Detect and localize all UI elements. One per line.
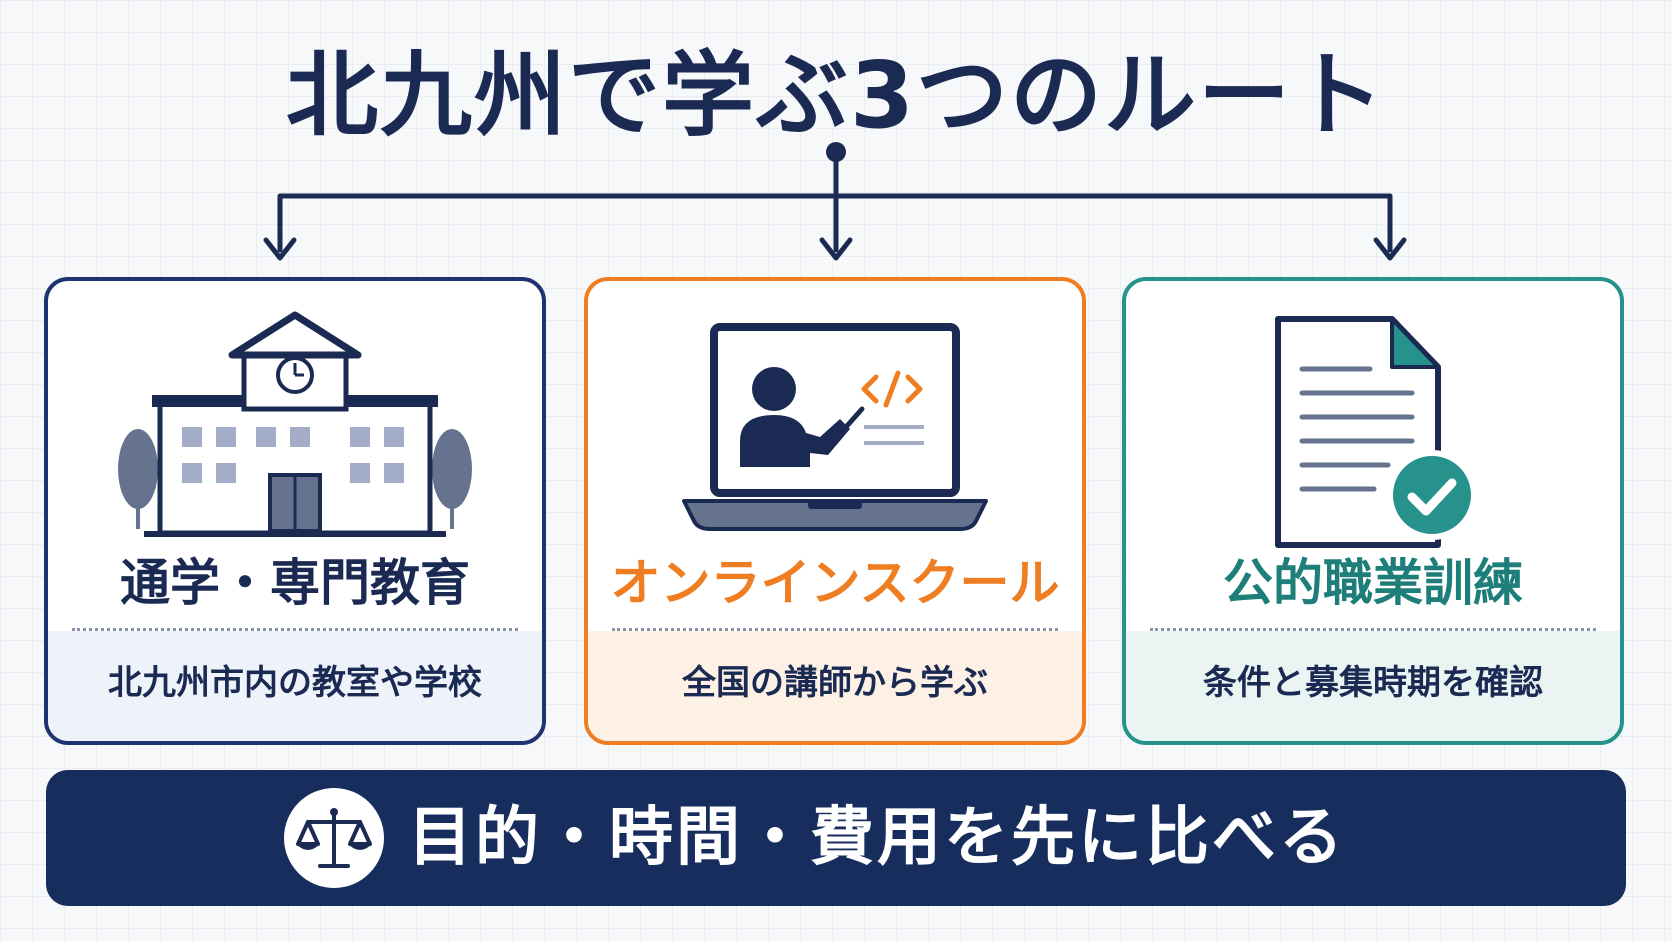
route-heading: 通学・専門教育	[120, 554, 470, 612]
bottom-banner: 目的・時間・費用を先に比べる	[46, 770, 1626, 906]
route-subtext: 全国の講師から学ぶ	[682, 663, 988, 703]
banner-text: 目的・時間・費用を先に比べる	[408, 801, 1346, 875]
route-card-online: オンラインスクール 全国の講師から学ぶ	[584, 277, 1086, 745]
route-subpanel	[588, 631, 1082, 741]
balance-scale-icon	[284, 788, 384, 888]
route-heading: オンラインスクール	[610, 554, 1060, 612]
route-card-school: 通学・専門教育 北九州市内の教室や学校	[44, 277, 546, 745]
laptop-teacher-icon	[588, 309, 1082, 559]
divider	[612, 628, 1058, 631]
route-subpanel	[48, 631, 542, 741]
page-title: 北九州で学ぶ3つのルート	[285, 42, 1386, 149]
school-building-icon	[48, 309, 542, 559]
route-card-training: 公的職業訓練 条件と募集時期を確認	[1122, 277, 1624, 745]
route-subpanel	[1126, 631, 1620, 741]
divider	[1150, 628, 1596, 631]
document-check-icon	[1126, 309, 1620, 559]
branch-connector	[263, 142, 1407, 261]
route-subtext: 北九州市内の教室や学校	[108, 663, 482, 703]
divider	[72, 628, 518, 631]
route-subtext: 条件と募集時期を確認	[1203, 663, 1543, 703]
route-heading: 公的職業訓練	[1223, 554, 1523, 612]
